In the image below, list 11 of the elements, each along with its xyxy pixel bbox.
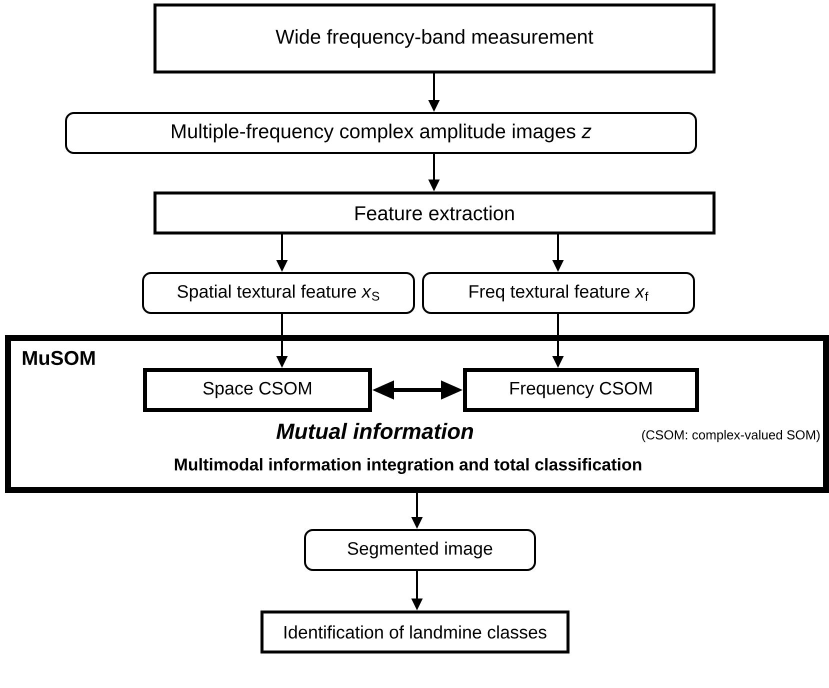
process-box: Wide frequency-band measurement (154, 4, 716, 74)
note: (CSOM: complex-valued SOM) (642, 430, 820, 442)
process-box: Frequency CSOM (463, 368, 699, 412)
process-box: Identification of landmine classes (260, 610, 570, 654)
rounded-box: Freq textural feature x$_{f}$ (422, 272, 695, 314)
process-box: Space CSOM (143, 368, 372, 412)
edge-label: Mutual information (275, 422, 475, 440)
rounded-box: Multiple-frequency complex amplitude images z (65, 112, 697, 154)
rounded-box: Segmented image (304, 529, 536, 571)
rounded-box: Spatial textural feature x$_{S}$ (142, 272, 415, 314)
process-box: Feature extraction (154, 192, 716, 234)
